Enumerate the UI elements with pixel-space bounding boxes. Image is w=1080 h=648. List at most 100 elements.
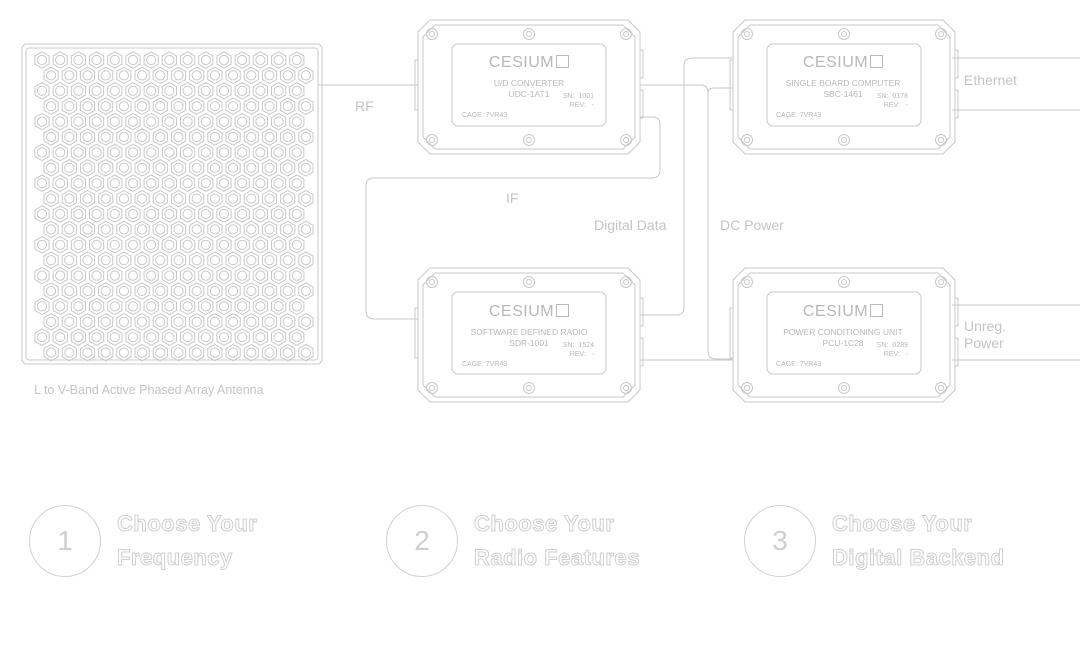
- antenna-element-hex: [89, 143, 105, 162]
- antenna-element-hex: [280, 97, 296, 115]
- antenna-element-ring: [191, 224, 202, 235]
- screw-icon: [935, 134, 947, 146]
- antenna-element-hex: [207, 189, 223, 208]
- antenna-element-ring: [255, 178, 266, 189]
- antenna-element-ring: [209, 162, 220, 173]
- screw-icon: [426, 134, 438, 146]
- antenna-element-ring: [200, 116, 211, 127]
- antenna-element-hex: [125, 51, 141, 69]
- antenna-element-hex: [34, 266, 50, 285]
- antenna-element-ring: [127, 54, 139, 66]
- screw-icon: [741, 382, 753, 394]
- antenna-element-ring: [273, 239, 284, 250]
- screw-icon: [838, 276, 850, 288]
- antenna-element-ring: [282, 255, 293, 266]
- antenna-element-hex: [180, 82, 196, 100]
- antenna-element-ring: [36, 116, 48, 127]
- side-connector: [954, 297, 959, 327]
- antenna-element-hex: [234, 82, 250, 100]
- antenna-element-ring: [73, 301, 84, 312]
- antenna-frame: [21, 43, 323, 365]
- antenna-element-hex: [298, 313, 314, 331]
- antenna-element-ring: [255, 301, 266, 312]
- antenna-element-ring: [100, 255, 111, 266]
- antenna-element-ring: [100, 70, 111, 81]
- module-cage: CAGE: 7VR43: [462, 361, 508, 368]
- antenna-element-ring: [218, 178, 230, 189]
- antenna-element-hex: [216, 328, 232, 346]
- antenna-element-ring: [173, 193, 184, 204]
- antenna-element-hex: [70, 82, 86, 100]
- antenna-element-ring: [246, 70, 257, 81]
- antenna-element-hex: [216, 143, 232, 162]
- antenna-element-hex: [189, 128, 205, 146]
- antenna-element-hex: [243, 343, 259, 362]
- antenna-element-hex: [207, 159, 223, 177]
- antenna-element-ring: [118, 70, 130, 81]
- antenna-element-ring: [137, 162, 148, 173]
- antenna-element-ring: [273, 332, 284, 343]
- antenna-element-ring: [82, 224, 93, 235]
- antenna-element-hex: [180, 297, 196, 316]
- antenna-element-hex: [280, 343, 296, 362]
- antenna-element-hex: [134, 343, 150, 362]
- antenna-element-hex: [116, 220, 132, 239]
- side-connector: [639, 89, 644, 119]
- antenna-element-ring: [46, 316, 57, 327]
- antenna-element-ring: [228, 285, 239, 297]
- antenna-element-hex: [180, 328, 196, 346]
- antenna-element-ring: [100, 347, 111, 358]
- antenna-element-ring: [218, 301, 230, 312]
- antenna-element-ring: [100, 193, 111, 204]
- antenna-element-ring: [282, 101, 293, 112]
- antenna-element-ring: [55, 301, 66, 312]
- antenna-element-hex: [234, 205, 250, 223]
- antenna-element-ring: [164, 270, 175, 281]
- antenna-element-hex: [271, 205, 287, 223]
- antenna-element-ring: [73, 85, 84, 96]
- antenna-element-hex: [89, 205, 105, 223]
- antenna-element-ring: [255, 239, 266, 250]
- screw-icon: [935, 28, 947, 40]
- antenna-element-hex: [243, 282, 259, 300]
- antenna-element-ring: [64, 285, 75, 297]
- module-model: UDC-1AT1: [508, 89, 550, 99]
- antenna-element-hex: [143, 51, 159, 69]
- antenna-element-ring: [164, 208, 175, 220]
- antenna-element-hex: [271, 328, 287, 346]
- screw-center-icon: [841, 279, 847, 285]
- antenna-element-ring: [209, 347, 220, 358]
- module-name: SOFTWARE DEFINED RADIO: [470, 327, 588, 337]
- antenna-element-ring: [82, 193, 93, 204]
- antenna-element-ring: [155, 255, 166, 266]
- antenna-element-ring: [264, 131, 275, 143]
- antenna-element-ring: [82, 316, 93, 327]
- antenna-element-ring: [264, 193, 275, 204]
- antenna-element-hex: [225, 189, 241, 208]
- antenna-element-ring: [209, 70, 220, 81]
- antenna-element-ring: [118, 162, 130, 173]
- antenna-element-hex: [280, 220, 296, 239]
- antenna-element-ring: [218, 208, 230, 220]
- antenna-element-ring: [228, 224, 239, 235]
- antenna-element-hex: [79, 189, 96, 208]
- antenna-element-ring: [200, 332, 211, 343]
- antenna-element-ring: [273, 85, 284, 96]
- antenna-element-hex: [298, 282, 314, 300]
- antenna-element-hex: [43, 251, 59, 269]
- antenna-element-ring: [100, 131, 111, 143]
- antenna-element-ring: [246, 347, 257, 358]
- antenna-element-ring: [228, 162, 239, 173]
- screw-icon: [523, 382, 535, 394]
- antenna-element-hex: [125, 205, 141, 223]
- antenna-element-hex: [189, 282, 205, 300]
- antenna-element-hex: [134, 159, 150, 177]
- antenna-element-hex: [289, 112, 305, 131]
- antenna-element-ring: [273, 54, 284, 66]
- antenna-element-hex: [189, 66, 205, 85]
- antenna-element-ring: [46, 70, 57, 81]
- step-number: 3: [744, 505, 816, 577]
- antenna-element-ring: [209, 131, 220, 143]
- antenna-element-hex: [152, 97, 168, 115]
- antenna-element-hex: [261, 97, 278, 115]
